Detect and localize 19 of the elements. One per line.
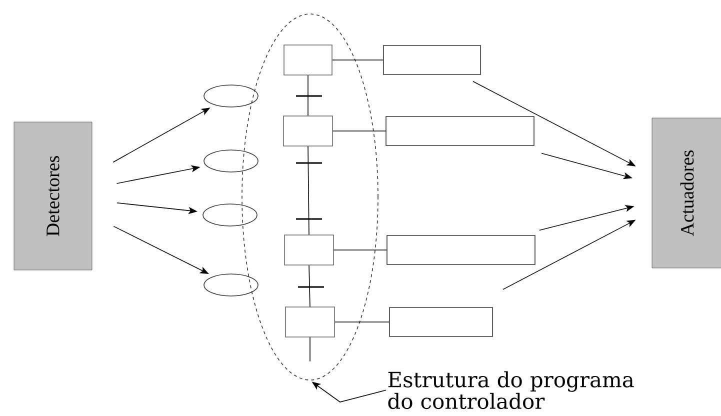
connector-line — [332, 130, 386, 132]
caption-text: Estrutura do programa do controlador — [388, 371, 634, 410]
input-ellipse — [204, 150, 258, 172]
action-box — [383, 45, 481, 75]
input-ellipse — [202, 204, 258, 226]
actuator-box: Actuadores — [652, 118, 721, 268]
step-box — [283, 116, 333, 146]
input-ellipse — [204, 274, 258, 296]
input-ellipse — [204, 84, 258, 108]
action-box — [386, 235, 536, 265]
action-box — [389, 307, 493, 337]
connector-line — [308, 146, 310, 235]
step-box — [285, 306, 335, 338]
step-box — [284, 234, 334, 266]
connector-line — [308, 265, 310, 307]
program-ellipse — [242, 14, 378, 380]
detector-box: Detectores — [14, 122, 92, 270]
action-box — [386, 116, 534, 146]
step-box — [284, 44, 332, 76]
